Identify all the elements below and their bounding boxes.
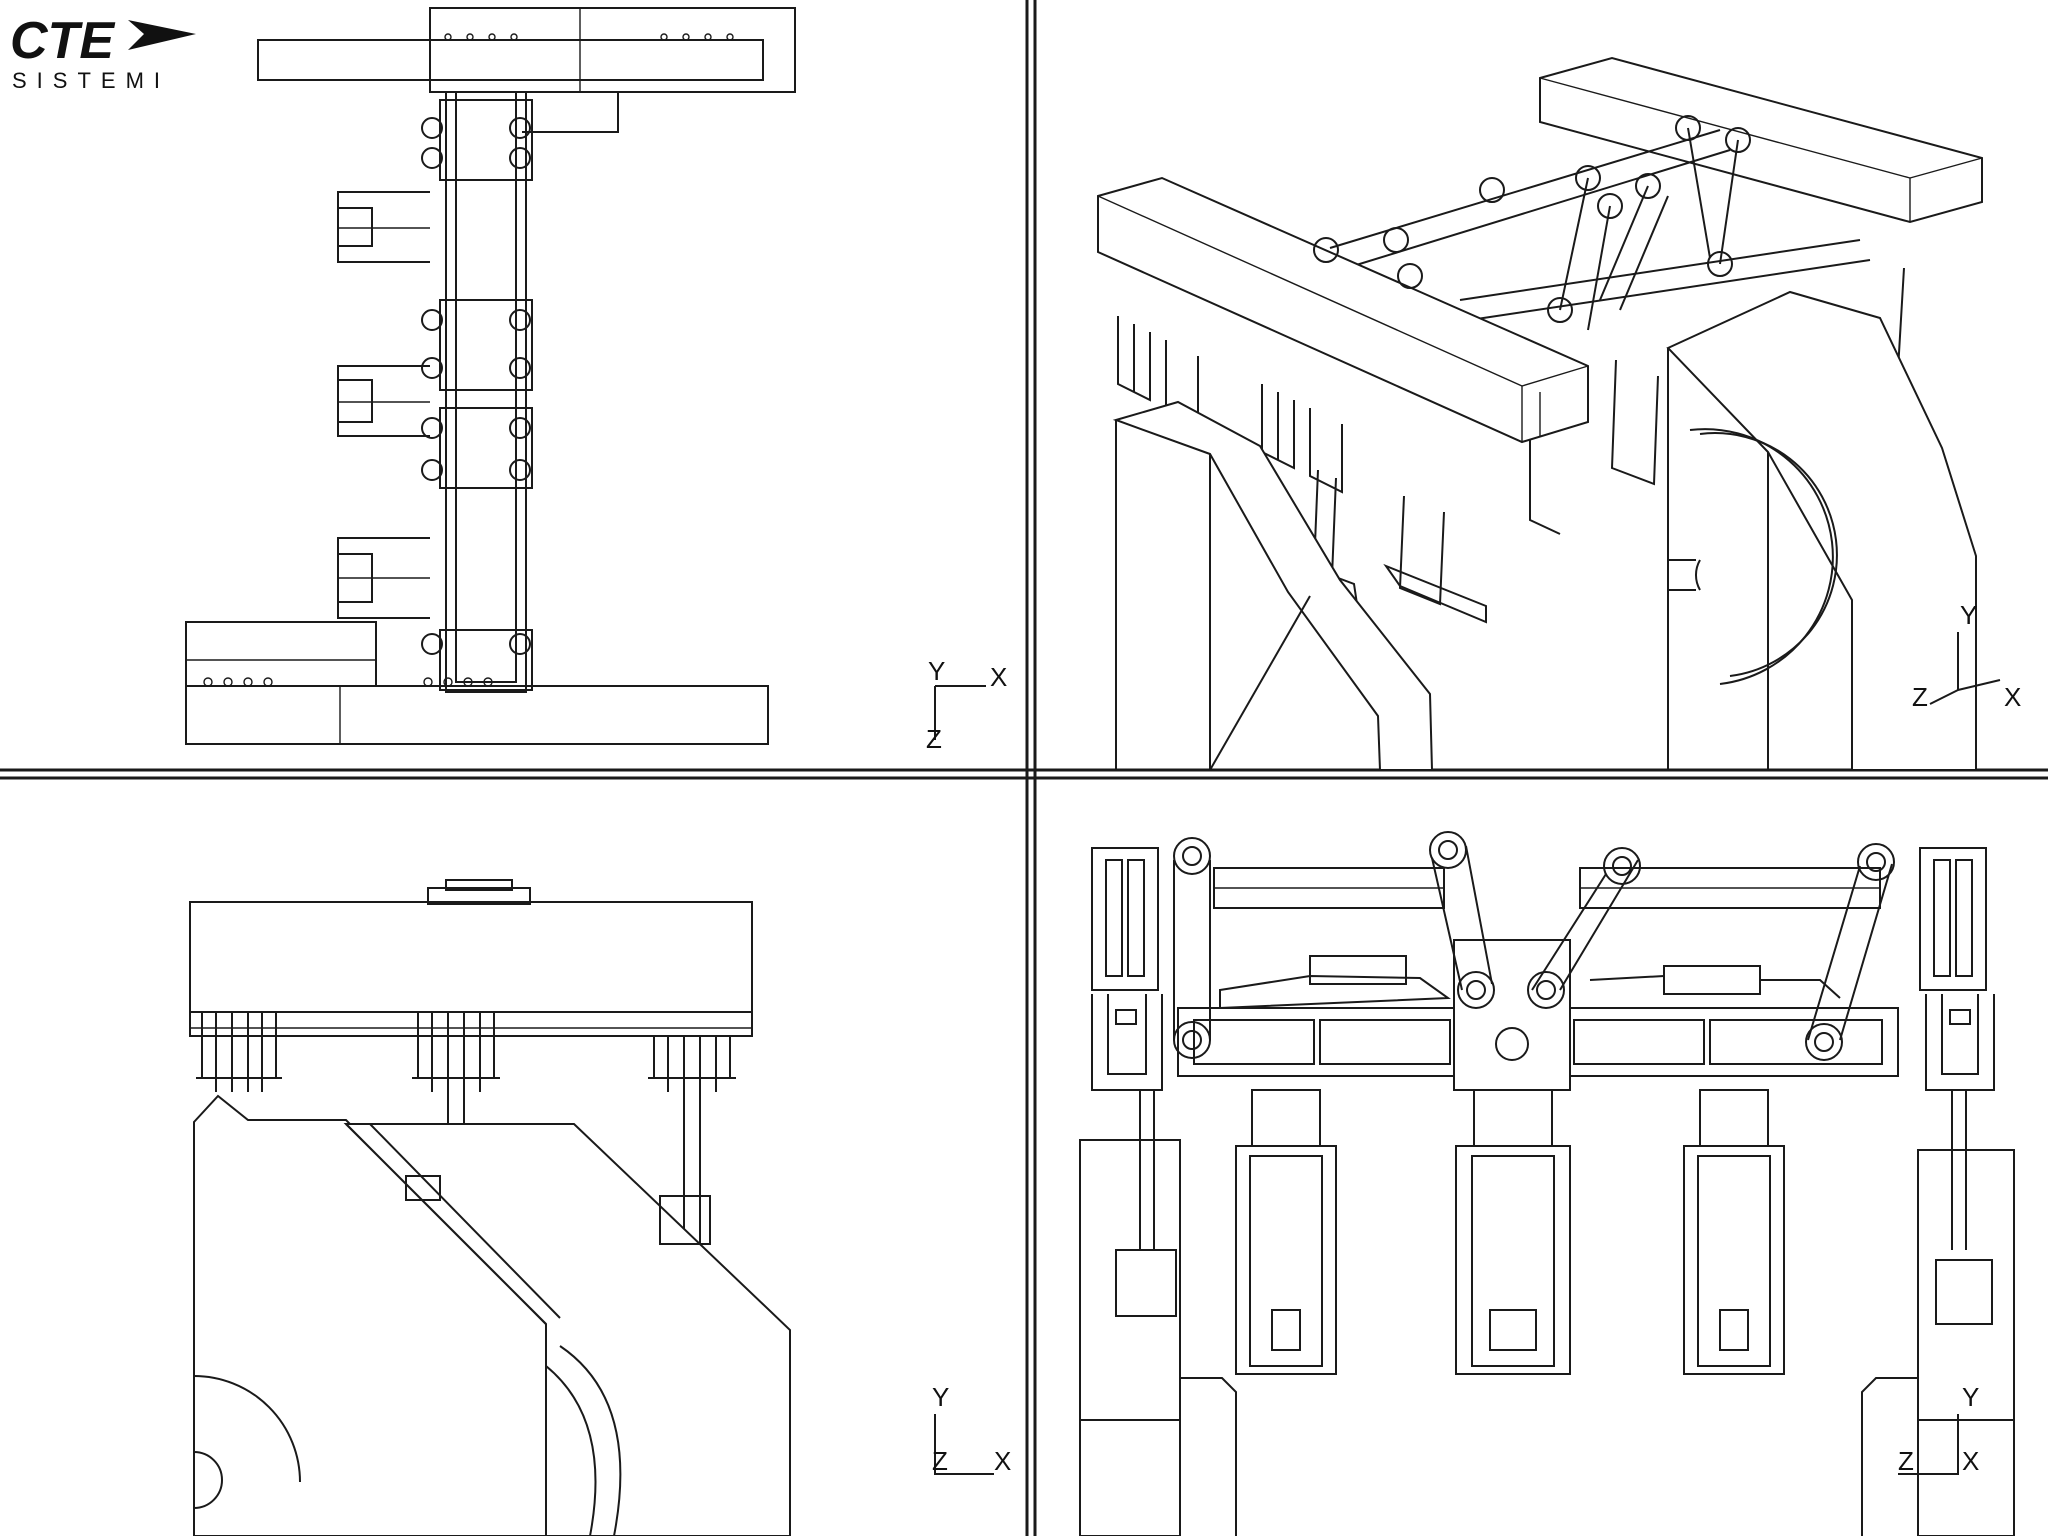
axis-indicator-top-right: Y Z X bbox=[1912, 600, 2021, 712]
view-top-left bbox=[185, 7, 796, 745]
axis-label-y: Y bbox=[928, 656, 945, 686]
axis-indicator-bottom-left: Y Z X bbox=[932, 1382, 1011, 1476]
axis-label-z: Z bbox=[1898, 1446, 1914, 1476]
axis-label-z: Z bbox=[1912, 682, 1928, 712]
axis-indicator-bottom-right: Y Z X bbox=[1898, 1382, 1979, 1476]
axis-label-y: Y bbox=[932, 1382, 949, 1412]
axis-indicator-top-left: Y X Z bbox=[926, 656, 1007, 754]
axis-label-y: Y bbox=[1962, 1382, 1979, 1412]
view-top-right bbox=[1097, 56, 1983, 771]
view-bottom-left bbox=[189, 879, 791, 1536]
logo-sub-text: SISTEMI bbox=[12, 68, 170, 93]
company-logo: CTE SISTEMI bbox=[10, 12, 196, 93]
axis-label-x: X bbox=[1962, 1446, 1979, 1476]
logo-main-text: CTE bbox=[10, 12, 115, 70]
axis-label-z: Z bbox=[926, 724, 942, 754]
axis-label-z: Z bbox=[932, 1446, 948, 1476]
arrow-icon bbox=[128, 20, 196, 50]
axis-label-y: Y bbox=[1960, 600, 1977, 630]
view-bottom-right bbox=[1079, 831, 2015, 1536]
axis-label-x: X bbox=[990, 662, 1007, 692]
axis-label-x: X bbox=[2004, 682, 2021, 712]
axis-label-x: X bbox=[994, 1446, 1011, 1476]
